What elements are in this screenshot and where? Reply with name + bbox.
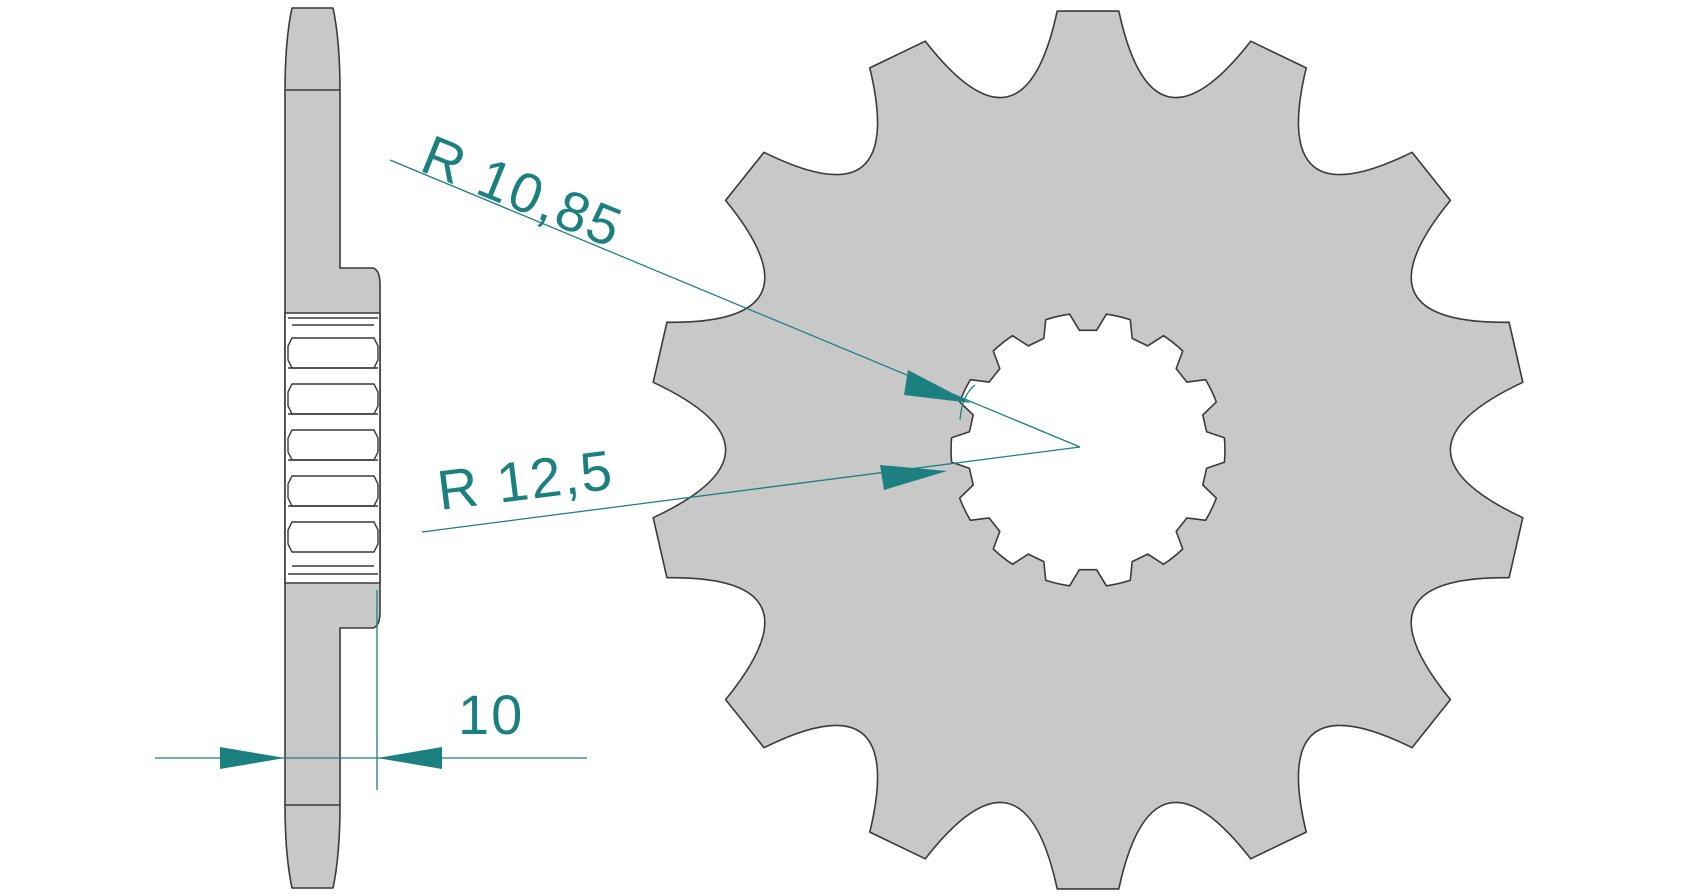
sprocket-front-view xyxy=(652,10,1524,890)
spline-bore xyxy=(950,313,1226,587)
thickness-dimension: 10 xyxy=(155,590,587,790)
thickness-label: 10 xyxy=(458,683,524,746)
thickness-arrow-left xyxy=(220,747,285,769)
side-view-bore xyxy=(284,312,381,584)
outer-radius-arrow xyxy=(904,370,971,403)
side-view-spline-lines xyxy=(287,317,379,575)
thickness-arrow-right xyxy=(377,747,442,769)
outer-radius-label: R 10,85 xyxy=(414,123,632,260)
inner-radius-label: R 12,5 xyxy=(434,438,617,522)
inner-radius-arrow xyxy=(880,465,947,490)
inner-radius-leader xyxy=(421,446,1081,533)
outer-radius-arc-mark xyxy=(959,384,976,421)
sprocket-side-view xyxy=(284,7,381,889)
